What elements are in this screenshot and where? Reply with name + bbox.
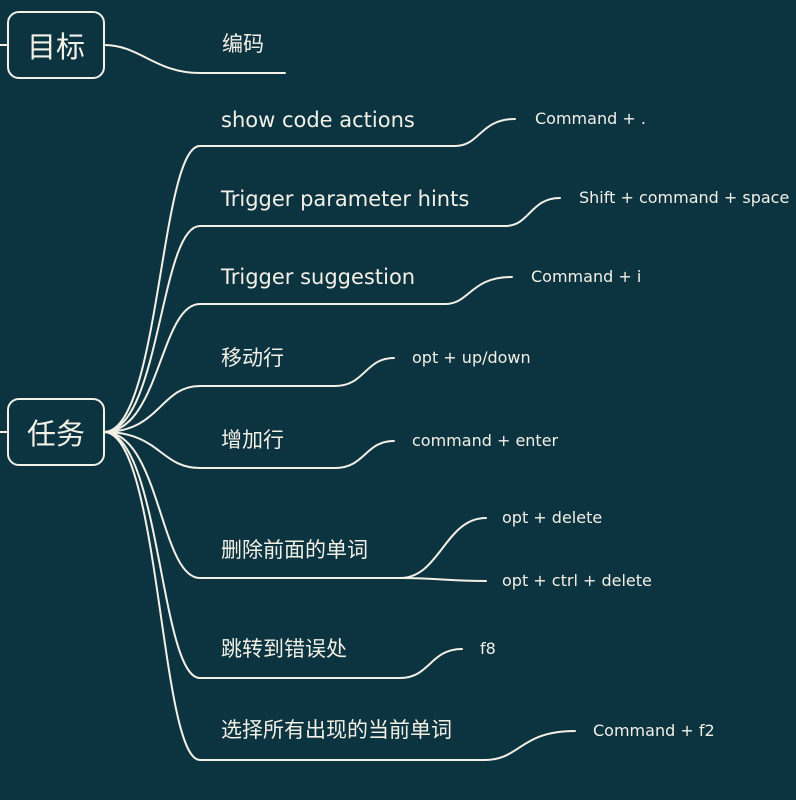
branch-connector-7 [103,431,401,679]
shortcut-label[interactable]: f8 [480,639,496,658]
shortcut-label[interactable]: command + enter [412,431,559,450]
task-item-label[interactable]: show code actions [221,108,415,132]
branch-connector-1 [103,145,456,433]
shortcut-connector-8 [484,730,576,761]
shortcut-label[interactable]: Command + . [535,109,646,128]
task-item-label[interactable]: 删除前面的单词 [221,538,368,562]
task-item-label[interactable]: 跳转到错误处 [221,637,347,661]
shortcut-connector-7 [399,648,463,679]
shortcut-label[interactable]: opt + up/down [412,348,531,367]
shortcut-label[interactable]: opt + delete [502,508,603,527]
task-item-label[interactable]: Trigger suggestion [221,265,416,289]
shortcut-connector-1 [454,118,516,147]
shortcut-connector-6b [399,577,487,582]
shortcut-label[interactable]: Command + f2 [593,721,715,740]
shortcut-label[interactable]: Shift + command + space [579,188,790,207]
shortcut-connector-2 [504,197,561,227]
task-node[interactable]: 任务 [7,398,105,466]
branch-connector-2 [103,225,506,433]
task-node-label: 任务 [26,417,85,451]
task-item-label[interactable]: 移动行 [221,346,284,370]
shortcut-connector-6a [399,517,487,579]
shortcut-connector-4 [334,357,395,387]
shortcut-connector-5 [334,440,395,469]
task-item-label[interactable]: 选择所有出现的当前单词 [221,718,452,742]
branch-connector-8 [103,431,486,761]
goal-node[interactable]: 目标 [7,11,105,79]
goal-child-label[interactable]: 编码 [222,32,264,56]
shortcut-label[interactable]: opt + ctrl + delete [502,571,652,590]
branch-connector-5 [103,431,336,469]
task-item-label[interactable]: 增加行 [221,428,284,452]
goal-node-label: 目标 [26,30,85,64]
task-item-label[interactable]: Trigger parameter hints [221,187,470,211]
shortcut-connector-3 [444,276,513,305]
branch-connector-3 [103,303,446,433]
goal-connector [103,44,286,74]
branch-connector-4 [103,385,336,433]
shortcut-label[interactable]: Command + i [531,267,642,286]
branch-connector-6 [103,431,401,579]
